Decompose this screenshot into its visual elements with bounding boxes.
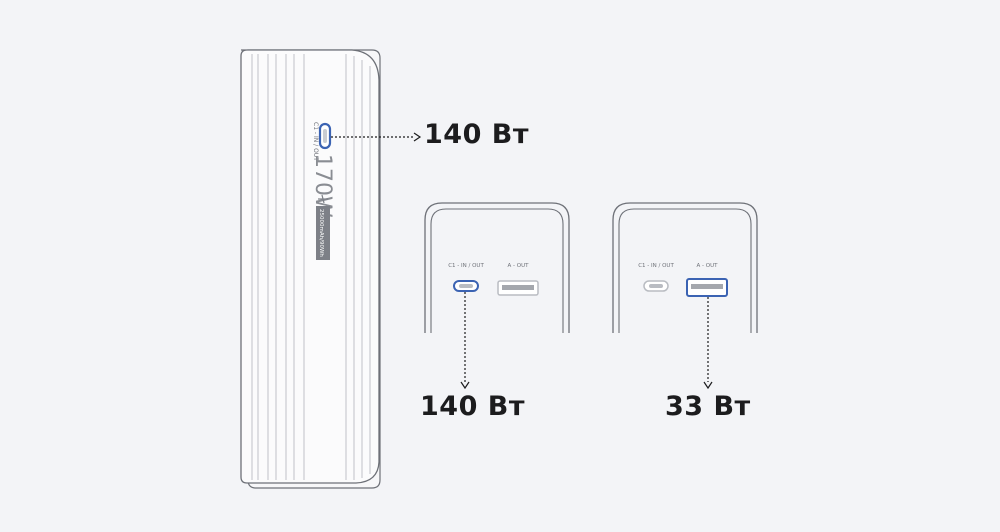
plane-icon (318, 194, 328, 204)
port-panel-right (612, 202, 758, 333)
capacity-badge-text: 25000mAh/90Wh (318, 209, 324, 257)
port-panel-left (424, 202, 570, 333)
right-callout-arrow (703, 297, 713, 390)
left-c1-label: C1 - IN / OUT (448, 263, 484, 269)
device-port-label: C1 - IN / OUT (312, 122, 319, 161)
right-a-label: A - OUT (697, 263, 719, 269)
c1-power-label: 140 Вт (420, 391, 525, 422)
left-callout-arrow (460, 292, 470, 390)
capacity-badge: 25000mAh/90Wh (316, 206, 330, 260)
main-callout-arrow (331, 132, 422, 142)
a-power-label: 33 Вт (665, 391, 751, 422)
right-c1-label: C1 - IN / OUT (638, 263, 674, 269)
power-bank (240, 49, 381, 489)
main-power-label: 140 Вт (424, 119, 529, 150)
left-a-label: A - OUT (508, 263, 530, 269)
